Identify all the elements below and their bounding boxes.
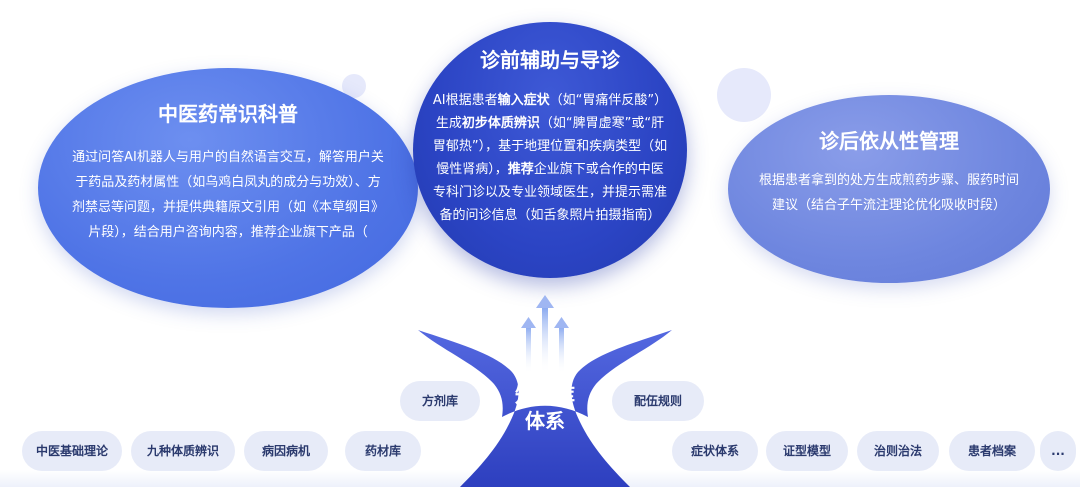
pre-diagnosis-bubble: 诊前辅助与导诊 AI根据患者输入症状（如“胃痛伴反酸”）生成初步体质辨识（如“脾… xyxy=(413,22,687,278)
pre-diagnosis-title: 诊前辅助与导诊 xyxy=(480,48,620,72)
knowledge-base-label: 知识库 体系 xyxy=(515,383,575,433)
compatibility-rules-pill: 配伍规则 xyxy=(612,381,704,421)
knowledge-tree-graphic xyxy=(418,295,672,487)
nine-constitutions-pill: 九种体质辨识 xyxy=(131,431,235,471)
formula-library-pill: 方剂库 xyxy=(400,381,480,421)
post-diagnosis-bubble: 诊后依从性管理 根据患者拿到的处方生成煎药步骤、服药时间建议（结合子午流注理论优… xyxy=(728,95,1050,283)
tcm-knowledge-title: 中医药常识科普 xyxy=(158,102,298,126)
patient-records-pill: 患者档案 xyxy=(949,431,1035,471)
treatment-method-pill: 治则治法 xyxy=(857,431,939,471)
etiology-pill: 病因病机 xyxy=(244,431,328,471)
syndrome-model-pill: 证型模型 xyxy=(766,431,848,471)
herb-library-pill: 药材库 xyxy=(345,431,421,471)
tcm-knowledge-bubble: 中医药常识科普 通过问答AI机器人与用户的自然语言交互，解答用户关于药品及药材属… xyxy=(38,68,418,308)
tcm-knowledge-text: 通过问答AI机器人与用户的自然语言交互，解答用户关于药品及药材属性（如乌鸡白凤丸… xyxy=(72,150,385,240)
basic-theory-pill: 中医基础理论 xyxy=(22,431,122,471)
pre-diagnosis-text: AI根据患者输入症状（如“胃痛伴反酸”）生成初步体质辨识（如“脾胃虚寒”或“肝胃… xyxy=(432,93,668,223)
post-diagnosis-text: 根据患者拿到的处方生成煎药步骤、服药时间建议（结合子午流注理论优化吸收时段） xyxy=(758,173,1019,213)
more-pill: ... xyxy=(1040,431,1076,471)
post-diagnosis-title: 诊后依从性管理 xyxy=(819,129,959,153)
decorative-dot xyxy=(717,68,771,122)
upward-arrows xyxy=(521,295,569,374)
symptom-system-pill: 症状体系 xyxy=(672,431,758,471)
